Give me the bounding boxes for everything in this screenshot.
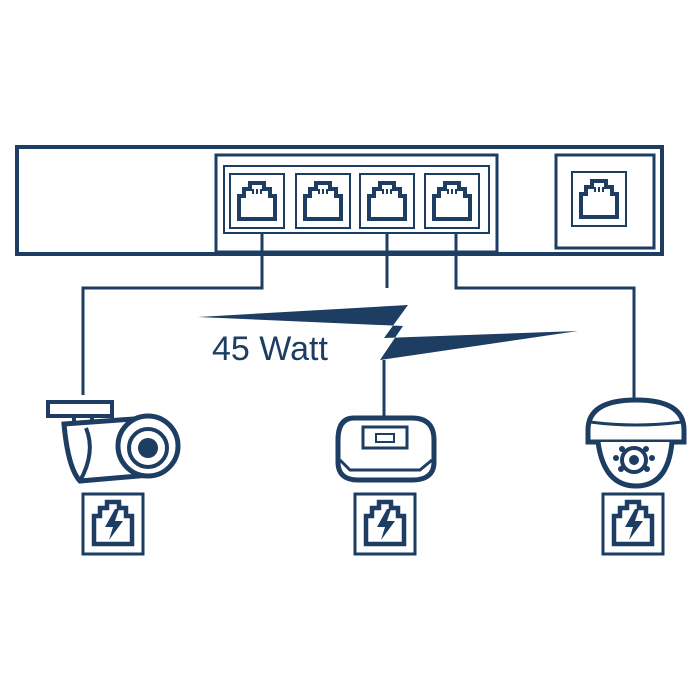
rj45-port-1-icon <box>228 172 286 230</box>
lightning-bolt-icon <box>198 305 578 360</box>
rj45-port-3-icon <box>358 172 416 230</box>
bullet-camera-icon <box>46 400 181 484</box>
poe-badge-center-icon <box>355 494 415 554</box>
port-group <box>214 153 499 254</box>
cable-right <box>454 232 636 405</box>
uplink-port-group <box>554 153 656 250</box>
rj45-port-2-icon <box>294 172 352 230</box>
poe-badge-left-icon <box>83 494 143 554</box>
rj45-uplink-icon <box>570 170 628 228</box>
cables <box>81 232 636 418</box>
cable-left <box>81 232 264 395</box>
poe-badge-right-icon <box>603 494 663 554</box>
access-point-icon <box>335 415 437 483</box>
poe-switch <box>15 145 664 256</box>
dome-camera-icon <box>585 397 687 489</box>
rj45-port-4-icon <box>423 172 481 230</box>
power-label: 45 Watt <box>212 330 328 368</box>
